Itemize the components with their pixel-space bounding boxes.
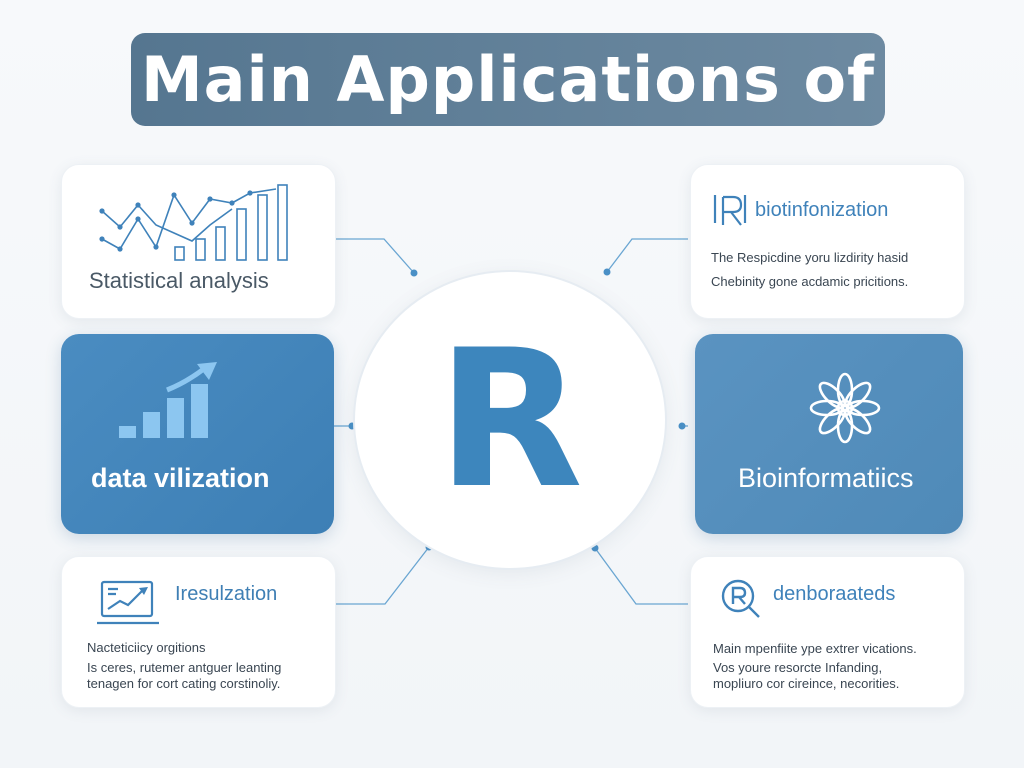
r-logo-icon	[713, 195, 747, 226]
card-label-data-vilization: data vilization	[91, 463, 270, 493]
card-label-statistical: Statistical analysis	[89, 268, 269, 293]
card-heading-biotinfonization: biotinfonization	[755, 199, 889, 221]
card-text-line: mopliuro cor cireince, necorities.	[713, 676, 900, 691]
card-text-line: Main mpenfiite ype extrer vications.	[713, 641, 917, 656]
card-text-line: Vos youre resorcte Infanding,	[713, 660, 883, 675]
r-circle-search-icon	[721, 579, 760, 618]
card-data-vilization[interactable]: data vilization	[61, 334, 334, 534]
card-statistical-analysis[interactable]: Statistical analysis	[61, 164, 336, 319]
card-iresulzation[interactable]: Iresulzation Nacteticiicy orgitions Is c…	[61, 556, 336, 708]
card-denboraateds[interactable]: denboraateds Main mpenfiite ype extrer v…	[690, 556, 965, 708]
card-biotinfonization[interactable]: biotinfonization The Respicdine yoru liz…	[690, 164, 965, 319]
title-banner: Main Applications of	[131, 33, 885, 126]
card-heading-iresulzation: Iresulzation	[175, 583, 278, 605]
bar-trend-arrow-icon	[119, 362, 217, 438]
page-title: Main Applications of	[140, 43, 876, 116]
card-text-line: tenagen for cort cating corstinoliy.	[87, 676, 281, 691]
card-text-line: Chebinity gone acdamic pricitions.	[711, 274, 909, 289]
card-heading-denboraateds: denboraateds	[773, 583, 896, 605]
r-logo-letter: R	[436, 309, 584, 530]
card-label-bioinformatiics: Bioinformatiics	[738, 463, 914, 493]
line-bar-chart-icon	[99, 184, 288, 261]
center-r-circle: R	[355, 272, 665, 568]
card-bioinformatiics[interactable]: Bioinformatiics	[695, 334, 963, 534]
flower-icon	[809, 372, 881, 444]
card-text-line: Nacteticiicy orgitions	[87, 640, 206, 655]
laptop-chart-icon	[97, 580, 159, 625]
card-text-line: Is ceres, rutemer antguer leanting	[87, 660, 282, 675]
card-text-line: The Respicdine yoru lizdirity hasid	[711, 250, 909, 265]
